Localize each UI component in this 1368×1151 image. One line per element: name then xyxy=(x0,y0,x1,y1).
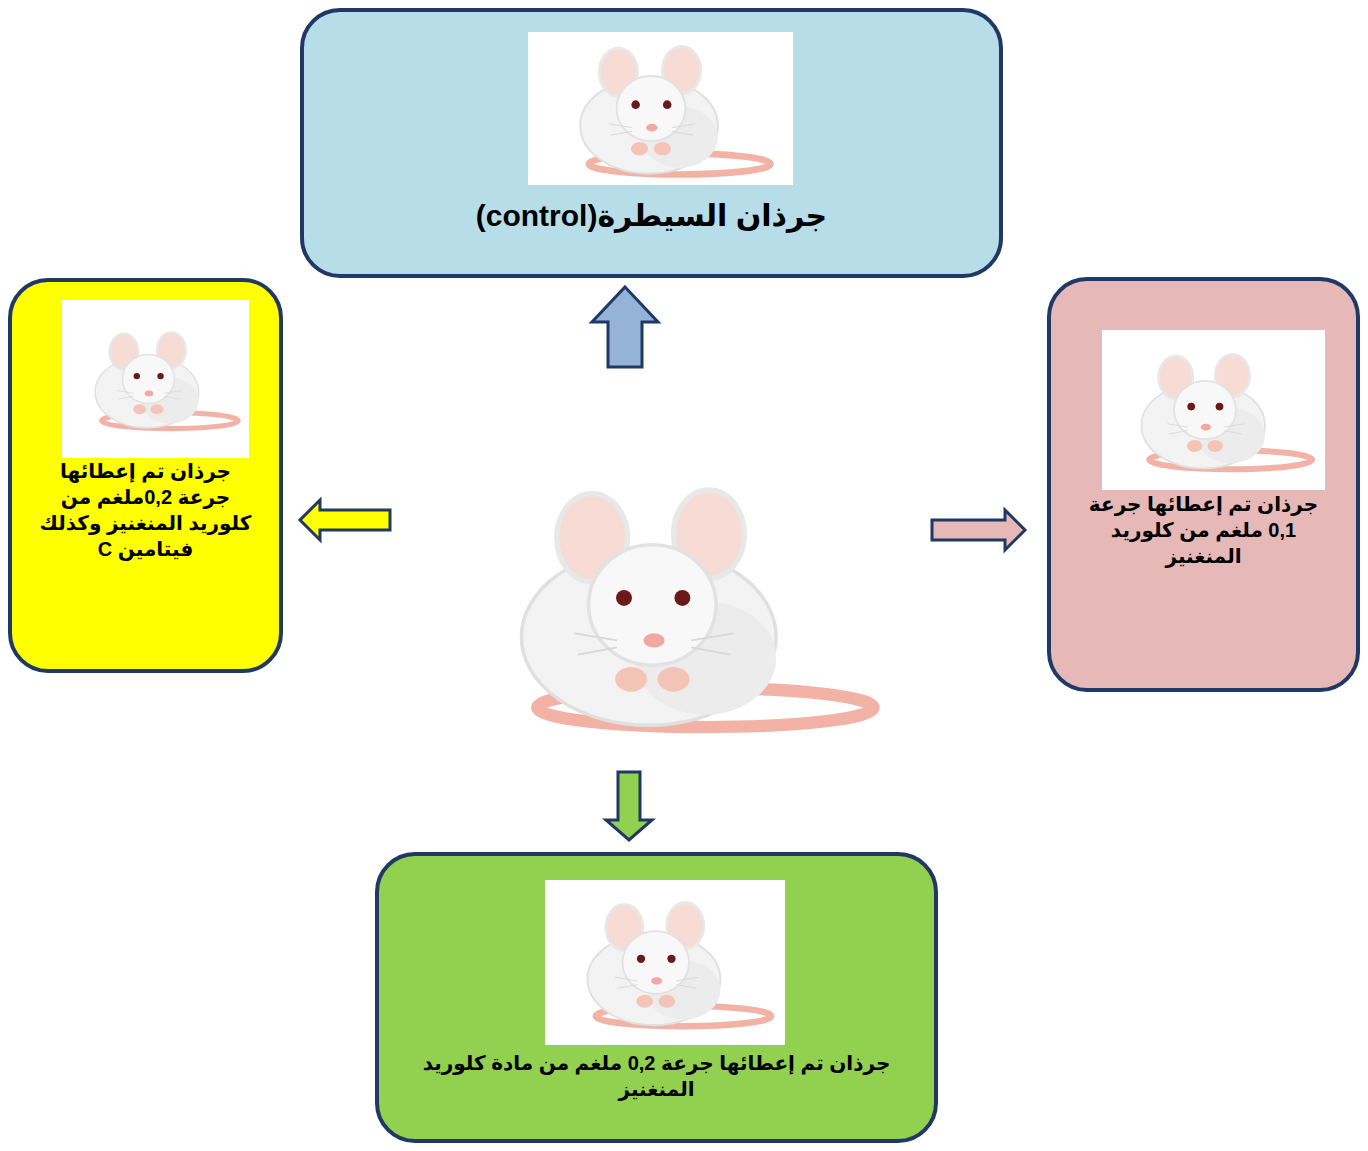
node-label: جرذان السيطرة(control) xyxy=(332,196,972,235)
node-label: جرذان تم إعطائها جرعة 0,1 ملغم من كلوريد… xyxy=(1084,491,1324,569)
node-label: جرذان تم إعطائها جرعة 0,2ملغم من كلوريد … xyxy=(38,458,253,562)
node-label: جرذان تم إعطائها جرعة 0,2 ملغم من مادة ك… xyxy=(417,1050,897,1102)
